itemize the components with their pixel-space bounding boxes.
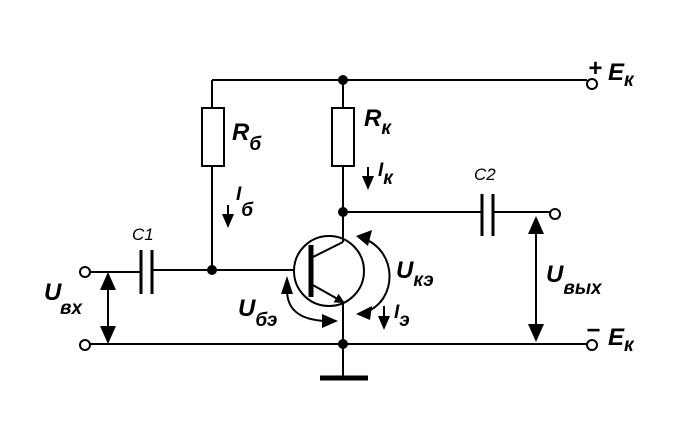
label-ik: Iк	[378, 160, 394, 189]
ie-letter: I	[394, 302, 400, 323]
uvyx-sub: вых	[563, 278, 603, 299]
uvx-letter: U	[44, 279, 62, 306]
ik-letter: I	[378, 160, 384, 181]
label-ek-bottom: Eк	[608, 324, 635, 356]
ek-sub-bottom: к	[624, 335, 635, 356]
label-c2: C2	[474, 165, 496, 184]
output-voltage-arrow	[528, 216, 544, 342]
ground-rail	[79, 339, 598, 381]
uke-letter: U	[396, 257, 414, 284]
ube-letter: U	[238, 295, 256, 322]
ube-sub: бэ	[255, 310, 277, 331]
supply-rail-top	[211, 75, 598, 108]
input-voltage-arrow	[100, 272, 116, 344]
label-c1: C1	[132, 225, 154, 244]
ib-arrow	[222, 205, 234, 228]
label-uvyx: Uвых	[546, 261, 603, 299]
capacitor-c1	[79, 250, 295, 294]
label-rk: Rк	[364, 105, 392, 139]
label-ie: Iэ	[394, 302, 410, 331]
label-rb: Rб	[232, 119, 262, 155]
uvx-sub: вх	[60, 298, 83, 319]
uke-arrow	[356, 230, 391, 320]
label-ib: Iб	[236, 184, 254, 221]
rb-letter: R	[232, 119, 250, 146]
label-ek-minus: −	[586, 317, 600, 344]
label-uke: Uкэ	[396, 257, 434, 291]
rb-sub: б	[249, 134, 262, 155]
ek-letter-bottom: E	[608, 324, 625, 351]
resistor-rk	[331, 80, 355, 242]
ib-sub: б	[241, 200, 254, 221]
rk-letter: R	[364, 105, 382, 132]
rk-sub: к	[381, 118, 392, 139]
ib-letter: I	[236, 184, 242, 205]
capacitor-c2	[343, 194, 561, 236]
transistor	[293, 235, 365, 342]
uvyx-letter: U	[546, 261, 564, 288]
ik-sub: к	[383, 168, 394, 189]
ube-arrow	[281, 276, 338, 328]
ie-arrow	[378, 306, 390, 330]
label-ek-top: Eк	[608, 59, 635, 91]
label-ube: Uбэ	[238, 295, 277, 331]
label-ek-plus: +	[588, 55, 602, 82]
ek-sub: к	[624, 70, 635, 91]
ik-arrow	[362, 167, 374, 190]
resistor-rb	[201, 107, 225, 270]
ie-sub: э	[399, 310, 409, 331]
ek-letter: E	[608, 59, 625, 86]
uke-sub: кэ	[413, 270, 433, 291]
